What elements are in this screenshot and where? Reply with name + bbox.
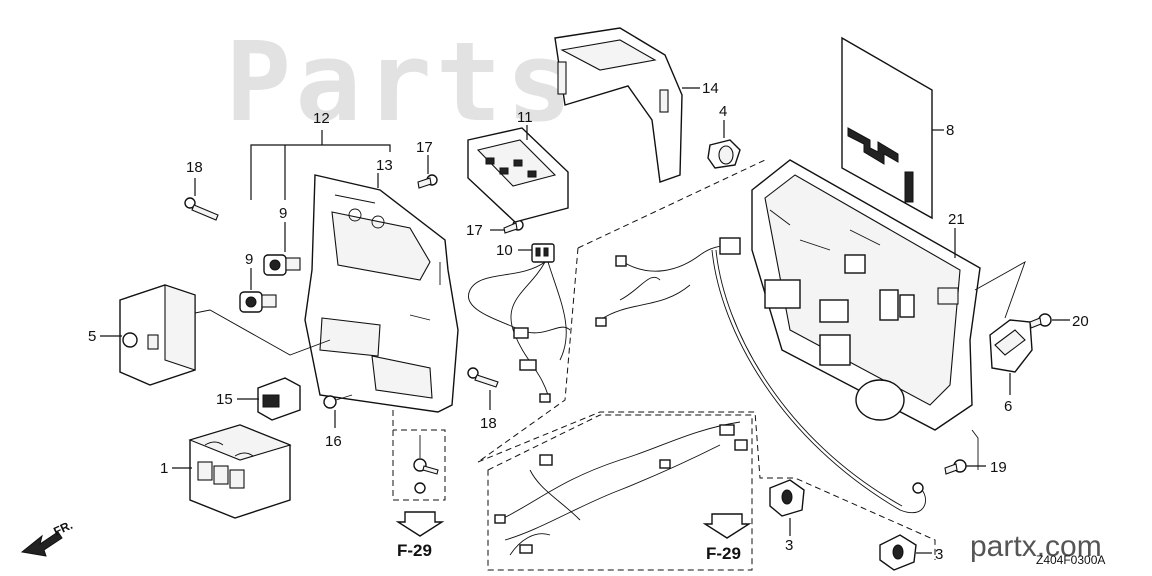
callout-4: 4	[719, 103, 727, 120]
part-14-cover[interactable]	[554, 27, 683, 183]
part-8-insulator-sheet[interactable]	[841, 36, 933, 220]
callout-9-upper: 9	[279, 205, 287, 222]
part-3-ferrite-core-upper[interactable]	[769, 479, 805, 517]
part-18-bolt-right[interactable]	[467, 367, 499, 388]
part-9-terminal-upper[interactable]	[263, 254, 301, 276]
callout-1: 1	[160, 460, 168, 477]
diagram-code: Z404F0300A	[1036, 553, 1105, 567]
part-10-connector[interactable]	[531, 243, 555, 263]
watermark: Parts	[225, 18, 576, 146]
ref-arrow-left	[395, 511, 445, 537]
ground-terminal-stack[interactable]	[392, 410, 446, 501]
callout-3-lower: 3	[935, 546, 943, 563]
callout-15: 15	[216, 391, 233, 408]
part-13-control-panel[interactable]	[304, 174, 459, 413]
callout-12: 12	[313, 110, 330, 127]
callout-17-upper: 17	[416, 139, 433, 156]
part-18-bolt-left[interactable]	[184, 197, 219, 221]
callout-6: 6	[1004, 398, 1012, 415]
callout-10: 10	[496, 242, 513, 259]
part-6-bracket[interactable]	[989, 319, 1033, 373]
callout-8: 8	[946, 122, 954, 139]
callout-18-lower: 18	[480, 415, 497, 432]
wire-harness-main[interactable]	[487, 414, 753, 571]
callout-16: 16	[325, 433, 342, 450]
part-5-ac-outlet[interactable]	[119, 284, 196, 386]
ref-label-left[interactable]: F-29	[397, 541, 432, 560]
part-17-screw-lower[interactable]	[503, 219, 524, 234]
callout-14: 14	[702, 80, 719, 97]
part-11-receptacle-panel[interactable]	[467, 127, 569, 223]
wire-harness-left[interactable]	[467, 261, 571, 403]
callout-9-lower: 9	[245, 251, 253, 268]
callout-11: 11	[517, 109, 533, 126]
part-9-terminal-lower[interactable]	[239, 291, 277, 313]
callout-18-upper: 18	[186, 159, 203, 176]
callout-19: 19	[990, 459, 1007, 476]
part-15-switch[interactable]	[257, 377, 301, 421]
part-3-ferrite-core-lower[interactable]	[879, 534, 917, 571]
part-21-inverter-unit[interactable]	[751, 159, 981, 431]
callout-3-upper: 3	[785, 537, 793, 554]
part-17-screw-upper[interactable]	[417, 174, 438, 189]
front-label: FR.	[51, 518, 74, 539]
part-19-bolt[interactable]	[944, 459, 967, 475]
callout-21: 21	[948, 211, 965, 228]
wire-harness-right[interactable]	[595, 237, 741, 327]
ref-arrow-right	[702, 513, 752, 539]
ref-label-right[interactable]: F-29	[706, 544, 741, 563]
part-20-screw[interactable]	[1029, 313, 1052, 329]
callout-5: 5	[88, 328, 96, 345]
part-1-receptacle-housing[interactable]	[188, 424, 292, 519]
callout-17-lower: 17	[466, 222, 483, 239]
part-4-grommet[interactable]	[707, 139, 741, 169]
part-16-bolt[interactable]	[323, 394, 353, 409]
callout-13: 13	[376, 157, 393, 174]
dashed-group-inverter	[477, 159, 936, 560]
front-direction-arrow-icon	[20, 531, 63, 557]
brand-logo: partx.com	[970, 530, 1102, 563]
ground-cable[interactable]	[711, 249, 926, 513]
callout-20: 20	[1072, 313, 1089, 330]
